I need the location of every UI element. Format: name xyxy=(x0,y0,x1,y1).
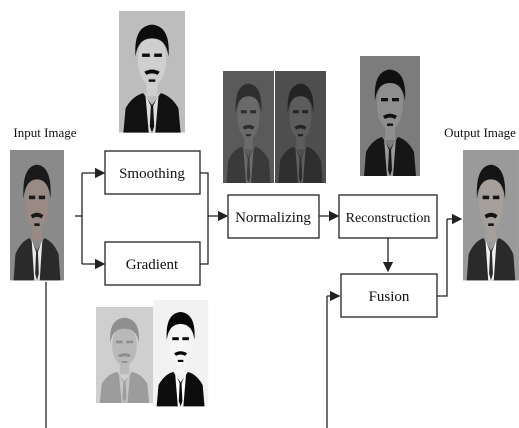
output-portrait xyxy=(463,150,519,281)
input-portrait xyxy=(10,150,64,281)
gradient-block: Gradient xyxy=(104,241,201,286)
smoothing-block: Smoothing xyxy=(104,150,201,195)
fusion-block-label: Fusion xyxy=(369,289,410,305)
smoothing-result-image xyxy=(119,11,185,133)
normalizing-block: Normalizing xyxy=(227,194,320,239)
smoothing-block-label: Smoothing xyxy=(119,166,185,182)
reconstruction-result-image xyxy=(360,56,420,176)
gradient-result-image-left xyxy=(96,307,153,403)
input-image-label: Input Image xyxy=(13,125,76,140)
normalizing-block-label: Normalizing xyxy=(235,210,311,226)
output-image-label: Output Image xyxy=(444,125,516,140)
fusion-block: Fusion xyxy=(340,273,438,318)
connectors xyxy=(45,167,463,428)
reconstruction-block: Reconstruction xyxy=(338,194,438,239)
normalized-image-right xyxy=(275,71,326,183)
gradient-result-image-right xyxy=(153,300,209,407)
gradient-block-label: Gradient xyxy=(126,257,179,273)
reconstruction-block-label: Reconstruction xyxy=(346,211,431,226)
normalized-image-left xyxy=(223,71,274,183)
